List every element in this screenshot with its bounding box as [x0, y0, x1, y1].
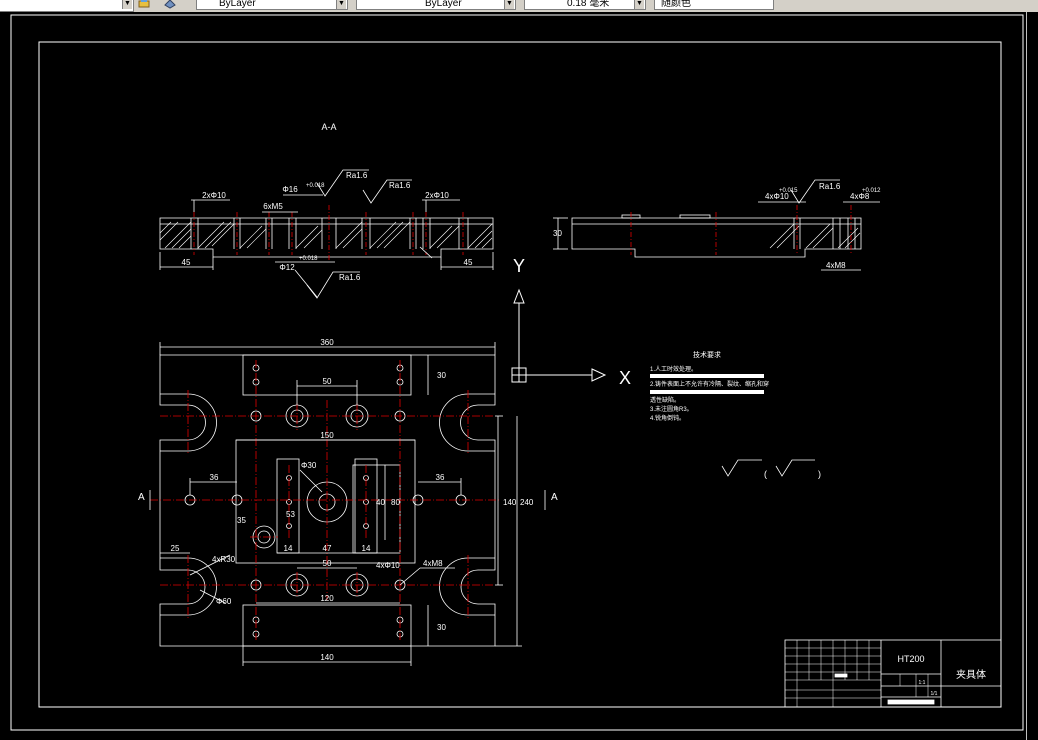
roughness-side: Ra1.6: [819, 182, 841, 191]
dim-r25: 25: [171, 544, 180, 553]
chevron-down-icon: ▼: [336, 0, 346, 9]
vertical-scrollbar[interactable]: [1026, 12, 1038, 740]
dim-14a: 14: [284, 544, 293, 553]
dim-overall: 360: [320, 338, 334, 347]
dim-35: 35: [237, 516, 246, 525]
roughness-2: Ra1.6: [389, 181, 411, 190]
layer-previous-icon[interactable]: [164, 0, 176, 9]
dim-bot-50: 50: [323, 559, 332, 568]
dim-14b: 14: [362, 544, 371, 553]
dim-side-4x10: 4xΦ10: [765, 192, 789, 201]
tech-line-5: 4.锐角倒钝。: [650, 414, 685, 422]
layer-state-icon[interactable]: [138, 0, 150, 9]
tech-line-1: 1.人工时效处理。: [650, 365, 697, 373]
section-marker-left: A: [138, 492, 145, 503]
color-value: ByLayer: [219, 0, 256, 9]
color-dropdown[interactable]: ByLayer ▼: [196, 0, 348, 10]
scale-label: 1:1: [919, 680, 926, 686]
dim-80: 80: [391, 498, 400, 507]
dim-40: 40: [376, 498, 385, 507]
sheet-border: [10, 14, 1024, 731]
dim-h140: 140: [503, 498, 517, 507]
dim-mid-150: 150: [320, 431, 334, 440]
dim-d12: Φ12: [279, 263, 295, 272]
linetype-value: ByLayer: [425, 0, 462, 9]
axis-x-label: X: [619, 368, 631, 388]
dim-top-30: 30: [437, 371, 446, 380]
dim-side-30: 30: [553, 229, 562, 238]
dim-d30: Φ30: [301, 461, 317, 470]
dim-pin-right: 2xΦ10: [425, 191, 449, 200]
properties-toolbar: ▼ ByLayer ▼ ByLayer ▼ 0.18 毫米 ▼ 随颜色: [0, 0, 1038, 13]
dim-h240: 240: [520, 498, 534, 507]
plotstyle-value: 随颜色: [661, 0, 691, 9]
dim-pin-left: 2xΦ10: [202, 191, 226, 200]
dim-left-45: 45: [182, 258, 191, 267]
lineweight-value: 0.18 毫米: [567, 0, 610, 9]
dim-bot-30: 30: [437, 623, 446, 632]
dim-side-4x10-tol: +0.015: [779, 188, 798, 194]
chevron-down-icon: ▼: [122, 0, 132, 9]
section-view: A-A: [159, 122, 494, 299]
dim-d12-tol: +0.018: [299, 256, 318, 262]
dim-d16-tol: +0.018: [306, 183, 325, 189]
layer-dropdown[interactable]: ▼: [0, 0, 134, 12]
title-block: HT200 夹具体 1:1 1/1: [784, 639, 1002, 708]
section-marker-right: A: [551, 492, 558, 503]
frame-border: [38, 41, 1002, 708]
chevron-down-icon: ▼: [504, 0, 514, 9]
tech-line-3: 透性缺陷。: [650, 396, 680, 404]
dim-left-36: 36: [210, 473, 219, 482]
roughness-1: Ra1.6: [346, 171, 368, 180]
sheet-label: 1/1: [931, 691, 938, 697]
dim-bolt: 4xΦ10: [376, 561, 400, 570]
dim-right-45: 45: [464, 258, 473, 267]
dim-47: 47: [323, 544, 332, 553]
part-name-label: 夹具体: [956, 668, 986, 681]
dim-top-50: 50: [323, 377, 332, 386]
linetype-dropdown[interactable]: ByLayer ▼: [356, 0, 516, 10]
drawing-canvas[interactable]: A-A: [0, 12, 1038, 740]
dim-m5: 6xM5: [263, 202, 283, 211]
tech-title: 技术要求: [693, 350, 721, 359]
tech-line-4: 3.未注圆角R3。: [650, 405, 693, 413]
material-label: HT200: [897, 654, 924, 664]
dim-bot-120: 120: [320, 594, 334, 603]
dim-d16: Φ16: [282, 185, 298, 194]
roughness-3: Ra1.6: [339, 273, 361, 282]
dim-53: 53: [286, 510, 295, 519]
dim-side-4x8-tol: +0.012: [862, 188, 881, 194]
dim-right-36: 36: [436, 473, 445, 482]
tech-line-2: 2.铸件表面上不允许有冷隔、裂纹、缩孔和穿: [650, 380, 769, 388]
tech-notes: 技术要求 1.人工时效处理。 2.铸件表面上不允许有冷隔、裂纹、缩孔和穿 透性缺…: [650, 350, 821, 479]
chevron-down-icon: ▼: [634, 0, 644, 9]
ucs-icon: Y X: [511, 256, 631, 388]
dim-side-cbore: 4xM8: [826, 261, 846, 270]
dim-r60: Φ60: [216, 597, 232, 606]
dim-side-4x8: 4xΦ8: [850, 192, 870, 201]
plotstyle-dropdown[interactable]: 随颜色: [654, 0, 774, 10]
lineweight-dropdown[interactable]: 0.18 毫米 ▼: [524, 0, 646, 10]
roughness-general-icon: [721, 459, 815, 477]
section-hatch: [159, 221, 493, 249]
plan-view: 360 50 150 36 36 Φ30 53 14 47 14 80 40 1…: [138, 338, 558, 666]
section-title: A-A: [321, 122, 336, 132]
dim-r30: 4xR30: [212, 555, 236, 564]
axis-y-label: Y: [513, 256, 525, 276]
dim-bot-140: 140: [320, 653, 334, 662]
dim-bolt-note: 4xM8: [423, 559, 443, 568]
side-view: 30 4xΦ10 +0.015 Ra1.6 4xΦ8 +0.012 4xM8: [553, 179, 881, 271]
paren-open: (: [764, 469, 767, 479]
paren-close: ): [818, 469, 821, 479]
